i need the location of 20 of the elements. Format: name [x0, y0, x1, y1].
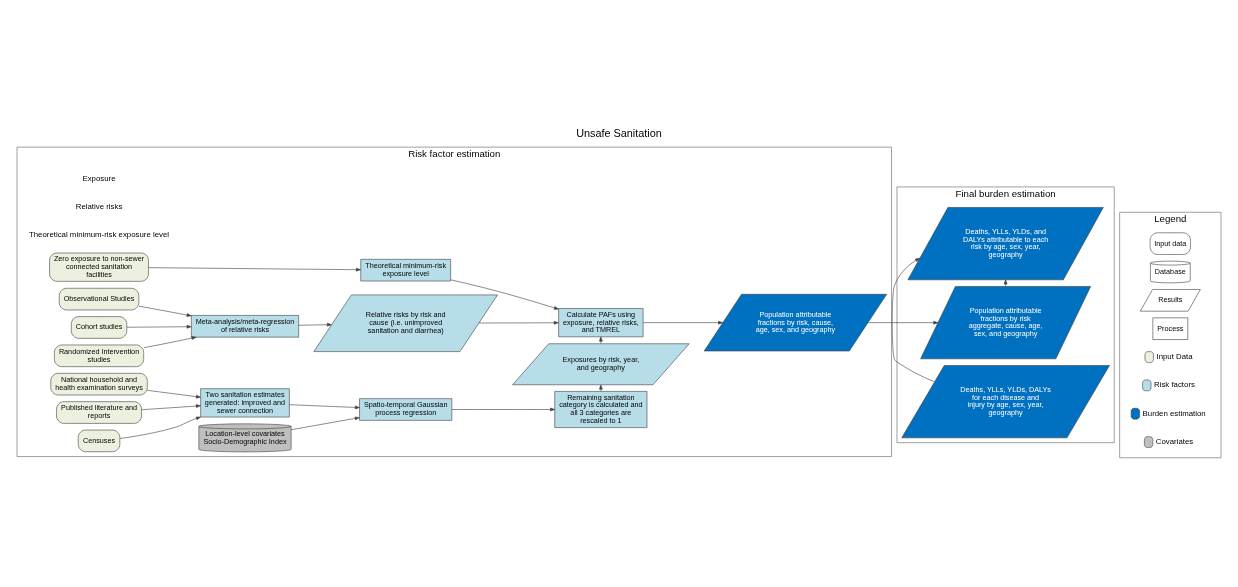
arrow [147, 389, 201, 398]
arrow [891, 257, 935, 382]
arrow [451, 407, 555, 411]
arrow [478, 320, 559, 325]
arrow [141, 403, 201, 410]
arrow [143, 335, 197, 348]
arrow [599, 384, 603, 392]
arrow [119, 416, 201, 439]
arrow [289, 403, 360, 409]
arrow [291, 416, 360, 430]
arrow [599, 336, 603, 344]
arrow [642, 320, 724, 324]
arrow [298, 322, 332, 326]
arrow [867, 320, 939, 324]
arrow [148, 266, 361, 271]
arrow [1003, 279, 1008, 287]
arrow [126, 324, 192, 329]
arrow [138, 305, 192, 317]
arrow [450, 279, 559, 310]
diagram-title: Unsafe Sanitation [576, 126, 662, 139]
